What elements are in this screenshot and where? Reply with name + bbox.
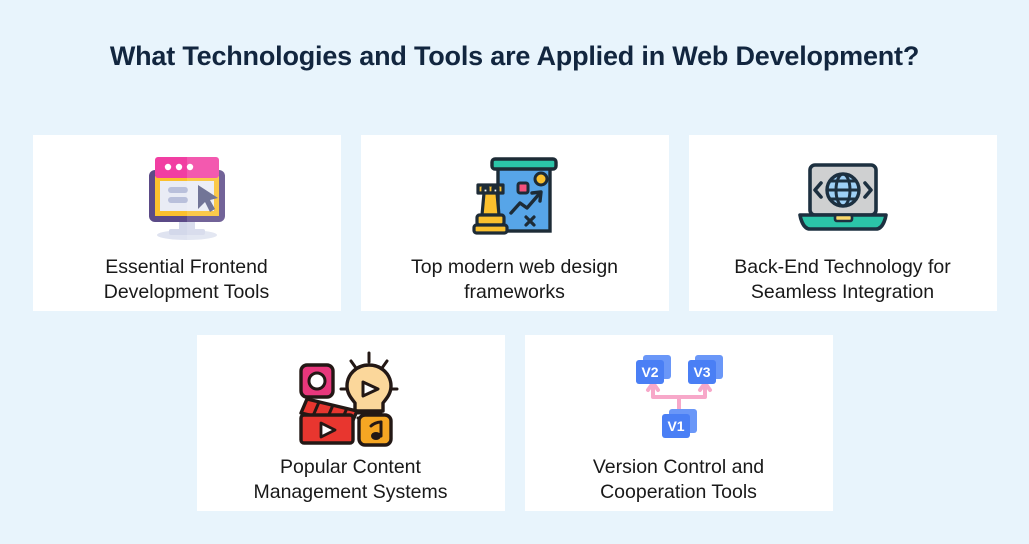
page-title: What Technologies and Tools are Applied … <box>109 41 920 71</box>
strategy-board-rook-icon <box>468 149 562 249</box>
cards-row-bottom: Popular Content Management Systems V2 <box>0 335 1029 511</box>
version-label-v3: V3 <box>693 364 710 380</box>
card-label: Back-End Technology for Seamless Integra… <box>734 256 951 303</box>
card-essential-frontend-development-tools[interactable]: Essential Frontend Development Tools <box>32 135 341 311</box>
cards-row-top: Essential Frontend Development Tools <box>0 135 1029 311</box>
monitor-browser-cursor-icon <box>138 149 236 249</box>
card-top-modern-web-design-frameworks[interactable]: Top modern web design frameworks <box>360 135 669 311</box>
card-popular-content-management-systems[interactable]: Popular Content Management Systems <box>196 335 505 511</box>
card-label: Top modern web design frameworks <box>410 256 619 303</box>
version-label-v2: V2 <box>641 364 658 380</box>
card-label: Essential Frontend Development Tools <box>103 256 270 303</box>
card-label: Popular Content Management Systems <box>253 456 448 503</box>
media-content-bulb-icon <box>297 349 405 449</box>
cards-area: Essential Frontend Development Tools <box>0 135 1029 511</box>
laptop-globe-code-icon <box>790 149 896 249</box>
version-label-v1: V1 <box>667 418 684 434</box>
version-branch-boxes-icon: V2 V3 V1 <box>631 349 727 449</box>
card-back-end-technology-for-seamless-integration[interactable]: Back-End Technology for Seamless Integra… <box>688 135 997 311</box>
card-version-control-and-cooperation-tools[interactable]: V2 V3 V1 Version Control and Cooperation… <box>524 335 833 511</box>
card-label: Version Control and Cooperation Tools <box>592 456 765 503</box>
